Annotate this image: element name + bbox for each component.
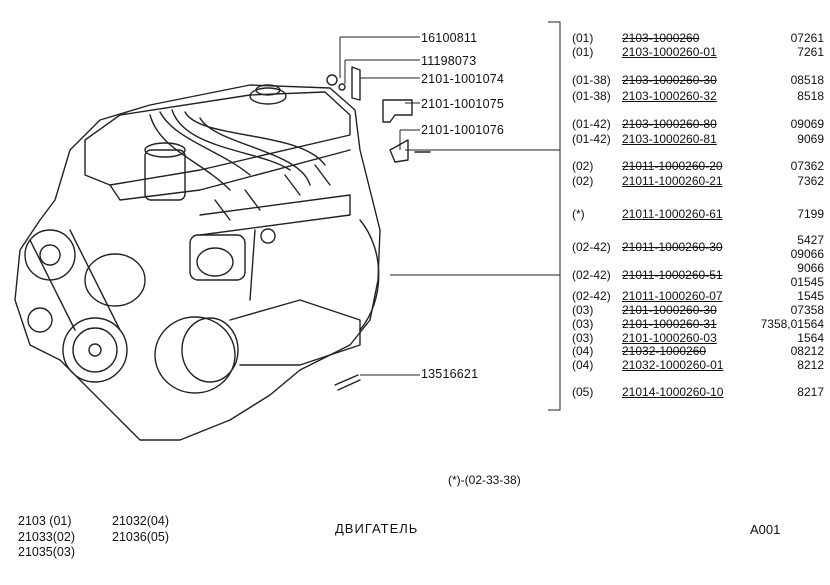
variant-value: 5427 bbox=[797, 233, 824, 247]
variant-prefix: (02-42) bbox=[572, 289, 611, 303]
sheet-number: A001 bbox=[750, 522, 781, 537]
variant-value: 07261 bbox=[790, 31, 824, 45]
variant-value: 1564 bbox=[797, 331, 824, 345]
variant-code: 2101-1000260-03 bbox=[622, 331, 717, 345]
variant-code: 21032-1000260 bbox=[622, 344, 707, 358]
variant-prefix: (04) bbox=[572, 358, 594, 372]
variant-value: 08518 bbox=[790, 73, 824, 87]
callout-16100811: 16100811 bbox=[421, 31, 478, 45]
model-21035: 21035(03) bbox=[18, 545, 75, 559]
callout-2101-1001075: 2101-1001075 bbox=[421, 97, 505, 111]
variant-code: 21014-1000260-10 bbox=[622, 385, 724, 399]
variant-value: 8212 bbox=[797, 358, 824, 372]
callout-11198073: 11198073 bbox=[421, 54, 477, 68]
model-2103: 2103 (01) bbox=[18, 514, 72, 528]
model-21032: 21032(04) bbox=[112, 514, 169, 528]
variant-prefix: (*) bbox=[572, 207, 585, 221]
variant-value: 7199 bbox=[797, 207, 824, 221]
variant-code: 2103-1000260-32 bbox=[622, 89, 717, 103]
variant-value: 7358,01564 bbox=[760, 317, 824, 331]
variant-prefix: (02) bbox=[572, 174, 594, 188]
variant-prefix: (02-42) bbox=[572, 240, 611, 254]
variant-prefix: (01-38) bbox=[572, 89, 611, 103]
variant-code: 21011-1000260-51 bbox=[622, 268, 723, 282]
variant-value: 8518 bbox=[797, 89, 824, 103]
variant-code: 2103-1000260 bbox=[622, 31, 700, 45]
variant-prefix: (01-42) bbox=[572, 117, 611, 131]
variant-prefix: (05) bbox=[572, 385, 594, 399]
variant-value: 07362 bbox=[790, 159, 824, 173]
variant-prefix: (01) bbox=[572, 45, 594, 59]
callout-13516621: 13516621 bbox=[421, 367, 479, 381]
variant-prefix: (02) bbox=[572, 159, 594, 173]
variant-code: 21011-1000260-21 bbox=[622, 174, 723, 188]
variant-code: 21011-1000260-07 bbox=[622, 289, 723, 303]
variant-prefix: (01-38) bbox=[572, 73, 611, 87]
variant-value: 8217 bbox=[797, 385, 824, 399]
variant-value: 9066 bbox=[797, 261, 824, 275]
variant-value: 01545 bbox=[790, 275, 824, 289]
variant-value: 08212 bbox=[790, 344, 824, 358]
variant-code: 2103-1000260-30 bbox=[622, 73, 717, 87]
model-21033: 21033(02) bbox=[18, 530, 75, 544]
variant-prefix: (03) bbox=[572, 317, 594, 331]
variant-code: 21011-1000260-30 bbox=[622, 240, 723, 254]
variant-code: 21011-1000260-61 bbox=[622, 207, 723, 221]
variant-value: 7261 bbox=[797, 45, 824, 59]
variant-code: 2103-1000260-01 bbox=[622, 45, 717, 59]
variant-value: 7362 bbox=[797, 174, 824, 188]
variant-code: 21011-1000260-20 bbox=[622, 159, 723, 173]
variant-code: 2101-1000260-30 bbox=[622, 303, 717, 317]
variant-prefix: (01) bbox=[572, 31, 594, 45]
page-title: ДВИГАТЕЛЬ bbox=[335, 521, 419, 536]
variant-prefix: (01-42) bbox=[572, 132, 611, 146]
variant-prefix: (04) bbox=[572, 344, 594, 358]
model-21036: 21036(05) bbox=[112, 530, 169, 544]
variant-value: 9069 bbox=[797, 132, 824, 146]
callout-2101-1001074: 2101-1001074 bbox=[421, 72, 505, 86]
variant-code: 2103-1000260-80 bbox=[622, 117, 717, 131]
callout-2101-1001076: 2101-1001076 bbox=[421, 123, 505, 137]
variant-value: 07358 bbox=[790, 303, 824, 317]
variant-code: 2101-1000260-31 bbox=[622, 317, 717, 331]
variant-prefix: (02-42) bbox=[572, 268, 611, 282]
variant-value: 09069 bbox=[790, 117, 824, 131]
variant-value: 09066 bbox=[790, 247, 824, 261]
variant-value: 1545 bbox=[797, 289, 824, 303]
variant-prefix: (03) bbox=[572, 303, 594, 317]
variant-code: 2103-1000260-81 bbox=[622, 132, 717, 146]
variant-prefix: (03) bbox=[572, 331, 594, 345]
variant-code: 21032-1000260-01 bbox=[622, 358, 724, 372]
footnote: (*)-(02-33-38) bbox=[448, 473, 521, 487]
